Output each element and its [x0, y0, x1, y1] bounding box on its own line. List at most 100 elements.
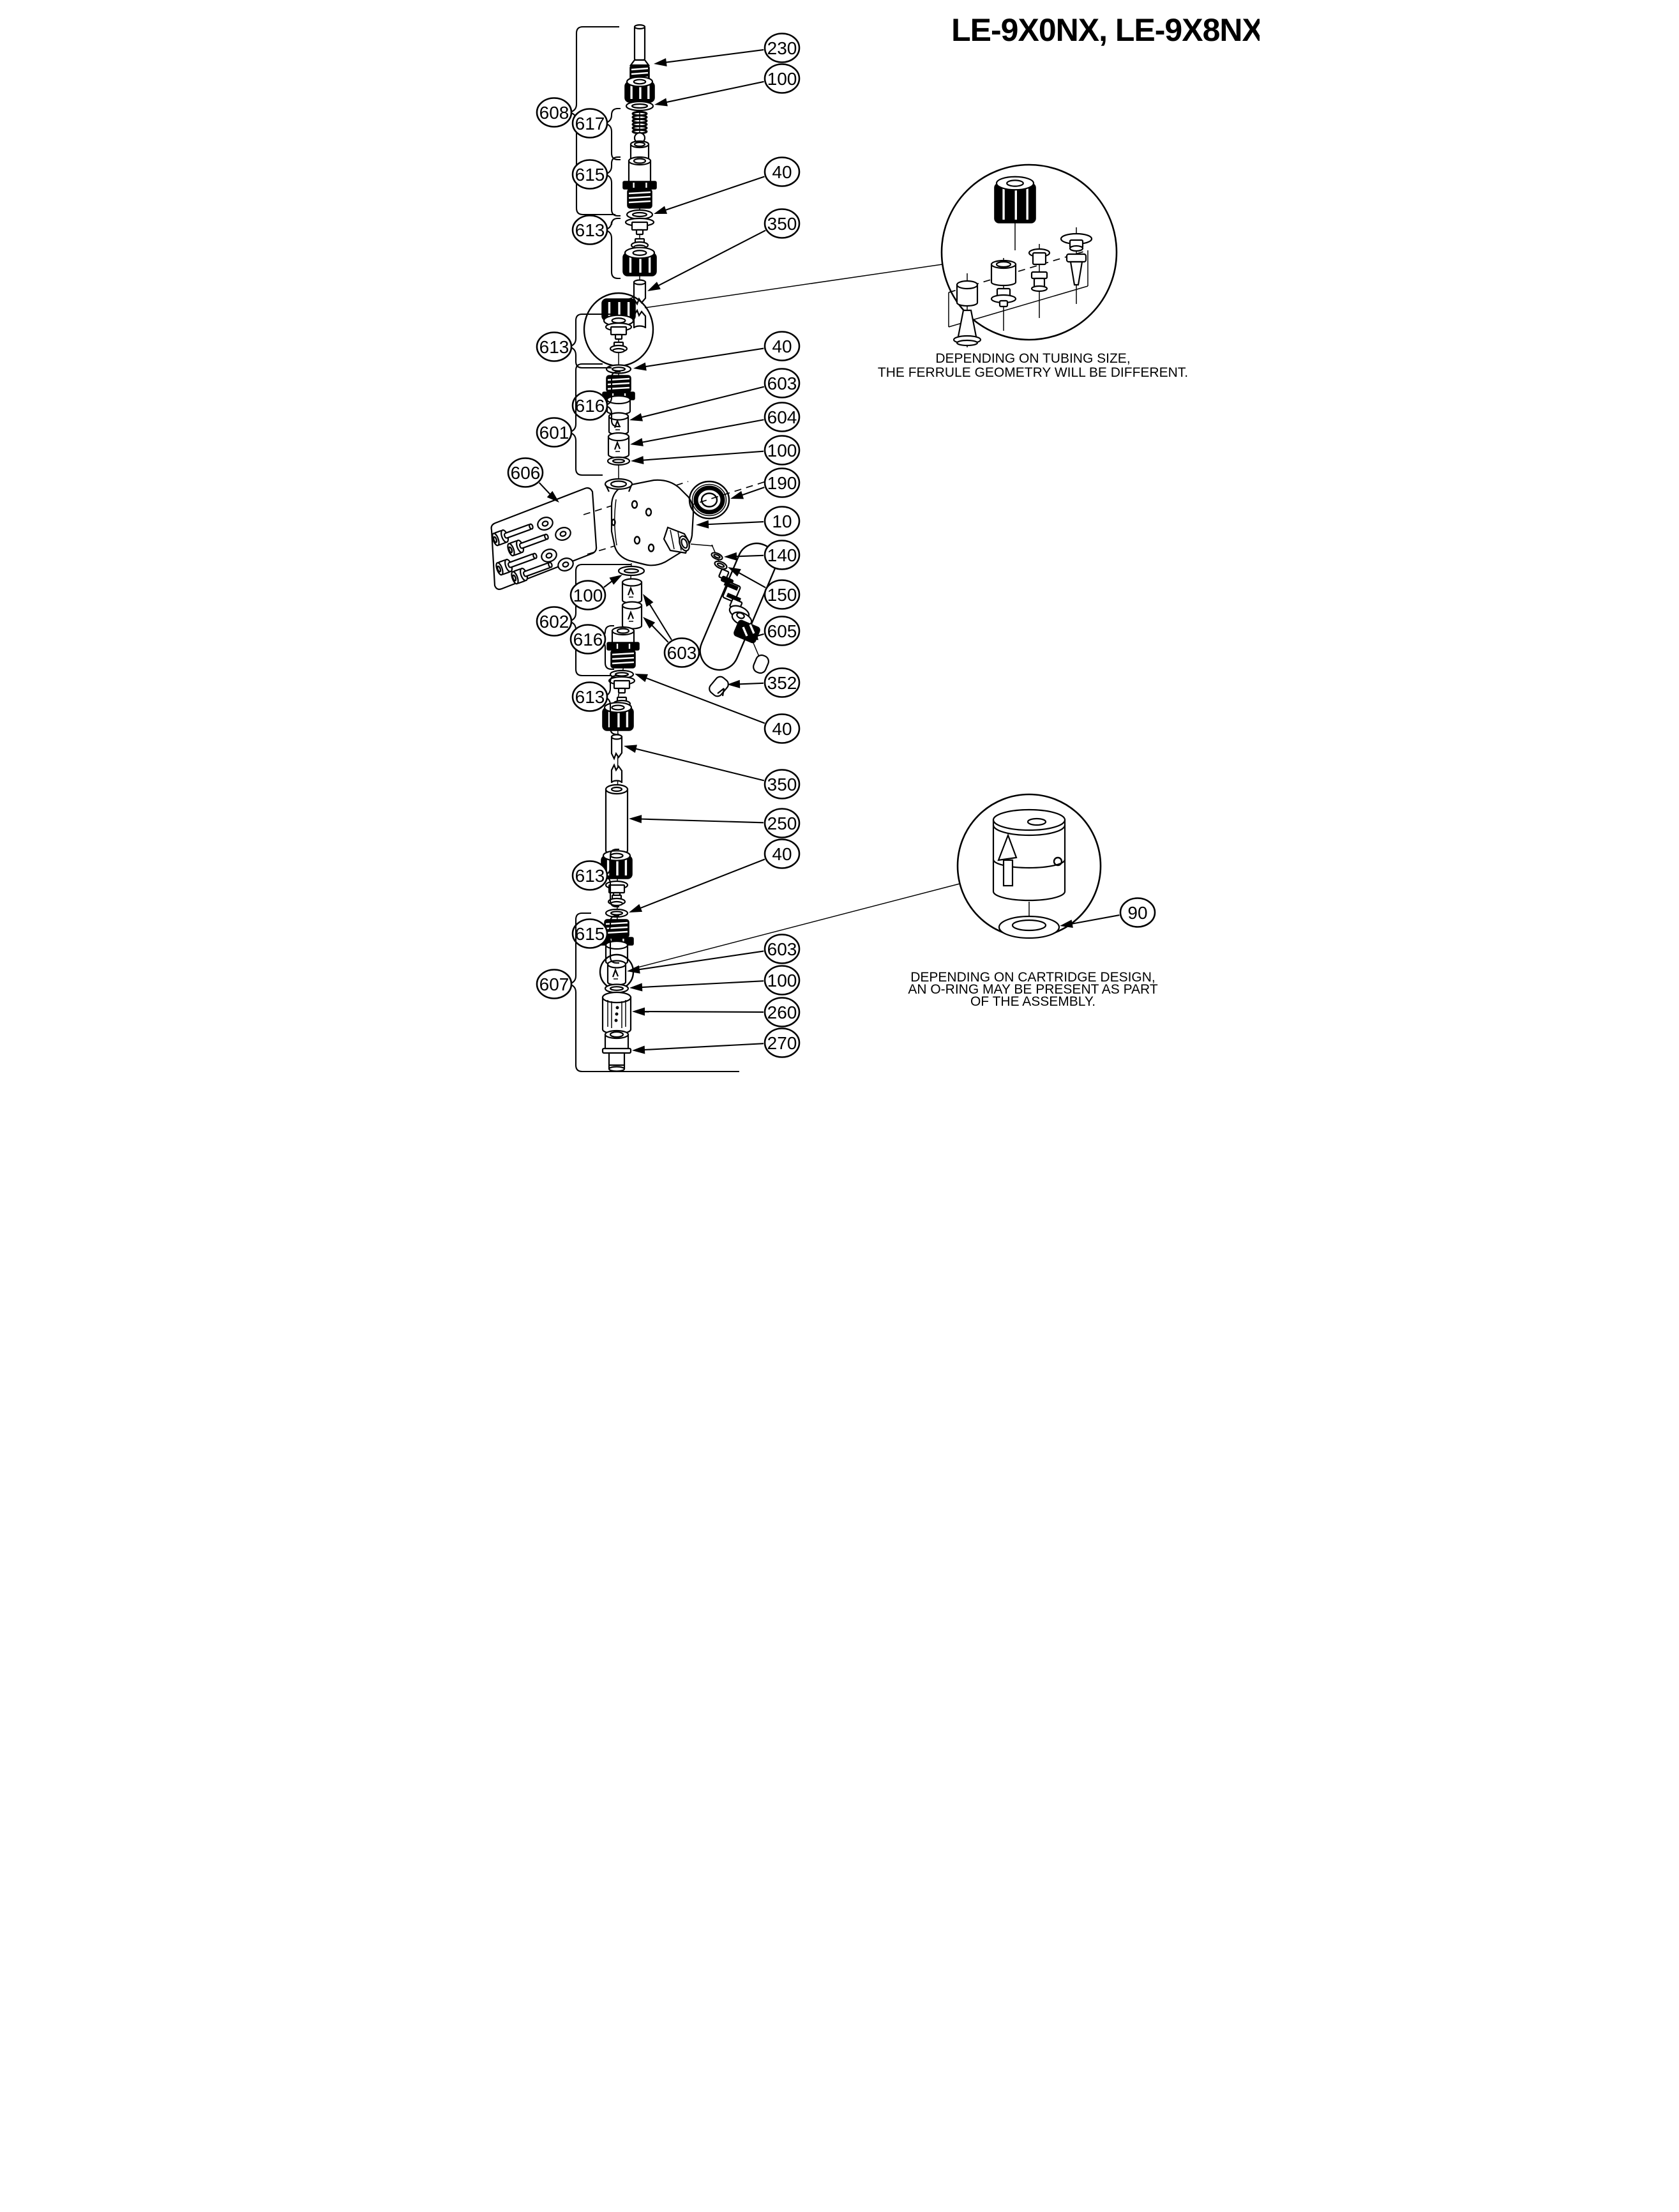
callout-balloon — [764, 33, 800, 63]
leader-line — [706, 521, 764, 526]
callout-balloon — [764, 506, 800, 536]
callout-balloon — [764, 1027, 800, 1058]
callout-balloon-label: 603 — [767, 374, 797, 393]
diagram-title: LE-9X0NX, LE-9X8NX — [951, 12, 1260, 48]
leader-arrowhead — [628, 904, 642, 913]
callout-balloon-label: 352 — [767, 673, 797, 693]
leader-arrowhead — [642, 594, 653, 607]
bracket-curve — [603, 156, 621, 217]
callout-10-9: 10 — [695, 506, 800, 536]
leader-arrowhead — [631, 1045, 645, 1054]
group-balloon-label: 617 — [575, 114, 605, 133]
leader-line — [1070, 914, 1120, 925]
bracket-group-616-8: 616 — [569, 624, 614, 670]
callout-balloon — [764, 208, 800, 239]
callout-balloon-label: 190 — [767, 473, 797, 493]
bracket-group-613-4: 613 — [536, 313, 612, 369]
leader-line — [538, 482, 552, 496]
leader-line — [639, 818, 764, 824]
group-balloon — [536, 969, 572, 999]
detail-circle-ferrule-note — [940, 163, 1117, 347]
callout-balloon-label: 150 — [767, 585, 797, 605]
part-seal-190 — [688, 480, 730, 520]
callout-260-20: 260 — [631, 997, 800, 1027]
callout-150-11: 150 — [727, 567, 800, 610]
part-nut-613a — [622, 246, 657, 276]
mounting-plate-606 — [490, 487, 597, 590]
callout-balloon-label: 605 — [767, 621, 797, 641]
detail-connector-bottom — [632, 883, 960, 969]
callout-350-15: 350 — [623, 745, 800, 799]
group-balloon — [536, 606, 572, 637]
bracket-group-617-1: 617 — [571, 107, 621, 161]
callout-350-3: 350 — [647, 208, 800, 291]
callout-balloon — [764, 667, 800, 698]
part-ferrule-613b-1 — [605, 322, 632, 340]
callout-250-16: 250 — [628, 808, 800, 838]
part-cartridge-603b-1 — [621, 578, 642, 604]
callout-balloon-label: 140 — [767, 545, 797, 565]
part-cartridge-603a — [608, 412, 629, 436]
bracket-group-607-12: 607 — [536, 912, 739, 1073]
callout-100-19: 100 — [629, 965, 800, 996]
group-balloon-label: 613 — [575, 687, 605, 707]
callout-balloon-label: 350 — [767, 775, 797, 794]
leader-arrowhead — [633, 362, 647, 371]
leader-line — [638, 858, 765, 909]
callout-40-17: 40 — [628, 838, 800, 913]
leader-arrowhead — [642, 617, 655, 629]
group-balloon-label: 616 — [573, 630, 603, 649]
part-body-10 — [604, 478, 694, 566]
callout-balloon — [764, 331, 800, 361]
callout-40-2: 40 — [653, 156, 800, 214]
callout-balloon-label: 100 — [767, 441, 797, 460]
bracket-group-616-5: 616 — [571, 370, 621, 428]
group-balloon — [571, 918, 608, 949]
leader-arrowhead — [653, 206, 667, 214]
leader-arrowhead — [723, 552, 737, 561]
callout-balloon — [764, 156, 800, 187]
leader-arrowhead — [647, 282, 661, 291]
callout-606-24: 606 — [507, 457, 559, 503]
leader-arrowhead — [1059, 920, 1073, 928]
part-fitting-270 — [601, 1029, 631, 1072]
part-washer-40d — [605, 908, 628, 918]
callout-balloon-label: 603 — [666, 643, 696, 663]
leader-line — [734, 554, 764, 557]
group-balloon-label: 607 — [539, 974, 569, 994]
group-balloon-label: 616 — [575, 396, 605, 416]
callout-balloon-label: 100 — [767, 69, 797, 89]
note-cartridge-line2: AN O-RING MAY BE PRESENT AS PART — [908, 982, 1157, 997]
callout-balloon — [764, 997, 800, 1027]
leader-arrowhead — [629, 438, 644, 446]
callout-90-25: 90 — [1059, 897, 1156, 928]
part-nut-613b — [601, 298, 636, 327]
group-balloon — [536, 417, 572, 448]
part-tubing-350b-1 — [610, 734, 622, 761]
leader-arrowhead — [629, 983, 642, 992]
callout-balloon — [764, 63, 800, 94]
group-balloon — [536, 97, 572, 128]
callout-balloon-label: 40 — [772, 162, 792, 182]
leader-line — [641, 450, 764, 461]
leader-arrowhead — [628, 815, 642, 824]
note-tubing-line2: THE FERRULE GEOMETRY WILL BE DIFFERENT. — [877, 365, 1187, 380]
group-balloon — [571, 159, 608, 190]
callout-balloon-label: 10 — [772, 511, 792, 531]
note-tubing-line1: DEPENDING ON TUBING SIZE, — [935, 351, 1130, 366]
leader-arrowhead — [629, 413, 643, 421]
group-balloon — [571, 390, 608, 421]
leader-line — [603, 579, 614, 588]
bracket-group-613-9: 613 — [571, 674, 619, 736]
part-oring-100c — [617, 565, 645, 577]
leader-arrowhead — [654, 98, 668, 107]
part-tubing-350a-2 — [633, 308, 646, 329]
part-oring-100d — [604, 983, 629, 994]
group-balloon-label: 615 — [575, 924, 605, 944]
leader-line — [637, 950, 764, 971]
relief-valve-axis — [690, 543, 765, 669]
callout-100-22: 100 — [569, 575, 622, 610]
leader-line — [663, 176, 765, 211]
callout-190-8: 190 — [730, 467, 800, 499]
callout-100-1: 100 — [654, 63, 800, 107]
